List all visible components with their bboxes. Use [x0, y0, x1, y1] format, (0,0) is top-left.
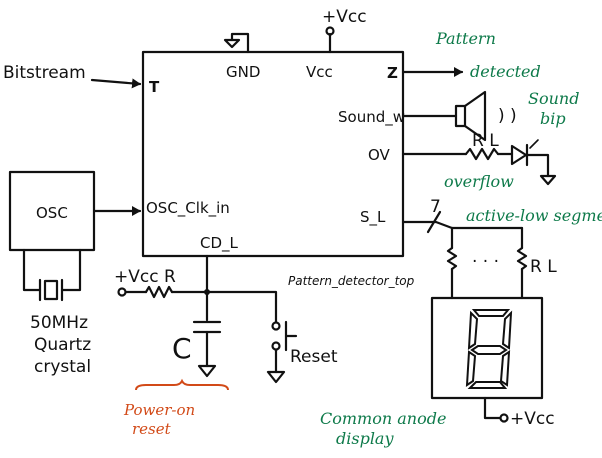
- pattern-label: Pattern: [435, 29, 496, 48]
- vcc-top-label: +Vcc: [322, 7, 367, 27]
- pin-sound-label: Sound_w: [338, 108, 405, 127]
- seven-segment-digit-icon: [465, 309, 513, 389]
- pin-sl-label: S_L: [360, 208, 386, 227]
- display-resistor-right-icon: [516, 246, 528, 271]
- power-on-brace-icon: [135, 378, 229, 391]
- active-low-label: active-low segment: [466, 206, 602, 225]
- power-on-label: Power-on: [123, 401, 195, 419]
- reset-note-label: reset: [132, 420, 172, 438]
- led-icon: [510, 139, 539, 167]
- detected-label: detected: [470, 62, 541, 81]
- pushbutton-icon: [284, 320, 298, 352]
- pin-ov-label: OV: [368, 146, 391, 164]
- switch-wire-top: [205, 290, 278, 324]
- r-label: R: [164, 267, 176, 287]
- display-resistor-left-icon: [446, 246, 458, 271]
- cap-ground-icon: [197, 364, 217, 378]
- switch-bottom-terminal-icon: [271, 341, 281, 351]
- vcc-left-label: +Vcc: [114, 267, 159, 287]
- crystal-label: crystal: [34, 357, 91, 377]
- bitstream-wire: [90, 78, 142, 89]
- reset-label: Reset: [290, 347, 338, 367]
- chip-name-label: Pattern_detector_top: [288, 274, 415, 288]
- led-ground-wire: [525, 153, 550, 178]
- common-anode-label: Common anode: [320, 409, 446, 428]
- seven-segment-display: [430, 296, 544, 400]
- display-anode-wire: [483, 396, 502, 420]
- vcc-terminal-icon: [325, 26, 335, 36]
- pin-t-label: T: [149, 78, 160, 96]
- sound-waves-icon: ) ): [498, 106, 517, 126]
- rl-led-label: R L: [472, 131, 499, 151]
- ground-icon: [223, 38, 241, 49]
- vcc-display-terminal-icon: [499, 413, 509, 423]
- switch-ground-icon: [266, 370, 286, 384]
- sound-label: Sound: [528, 89, 579, 108]
- bus-slash-icon: [426, 210, 442, 234]
- pin-vcc-label: Vcc: [306, 63, 333, 81]
- c-label: C: [172, 332, 192, 365]
- vcc-bottom-label: +Vcc: [510, 409, 555, 429]
- overflow-label: overflow: [444, 172, 514, 191]
- gnd-wire: [230, 32, 250, 54]
- pin-z-label: Z: [387, 64, 398, 82]
- pin-cdl-label: CD_L: [200, 234, 239, 253]
- vcc-left-terminal-icon: [117, 287, 127, 297]
- led-ground-icon: [539, 174, 557, 186]
- reset-resistor-icon: [144, 285, 174, 299]
- speaker-icon: [454, 90, 487, 142]
- pin-osc-label: OSC_Clk_in: [146, 199, 230, 218]
- display-label: display: [336, 429, 394, 448]
- rl-display-label: R L: [530, 257, 557, 277]
- switch-top-terminal-icon: [271, 321, 281, 331]
- pin-gnd-label: GND: [226, 63, 260, 81]
- capacitor-icon: [192, 320, 222, 334]
- bus-width-label: 7: [430, 197, 441, 217]
- bitstream-label: Bitstream: [3, 63, 86, 83]
- segment-bus-wire: [401, 220, 454, 230]
- crystal-wire-left: [22, 248, 42, 292]
- quartz-label: Quartz: [34, 335, 91, 355]
- resistor-dots: . . .: [472, 247, 499, 267]
- crystal-wire-right: [60, 248, 82, 292]
- quartz-crystal-icon: [38, 278, 64, 302]
- led-resistor-icon: [464, 147, 500, 161]
- osc-label: OSC: [36, 204, 68, 222]
- freq-label: 50MHz: [30, 313, 88, 333]
- bip-label: bip: [540, 109, 566, 128]
